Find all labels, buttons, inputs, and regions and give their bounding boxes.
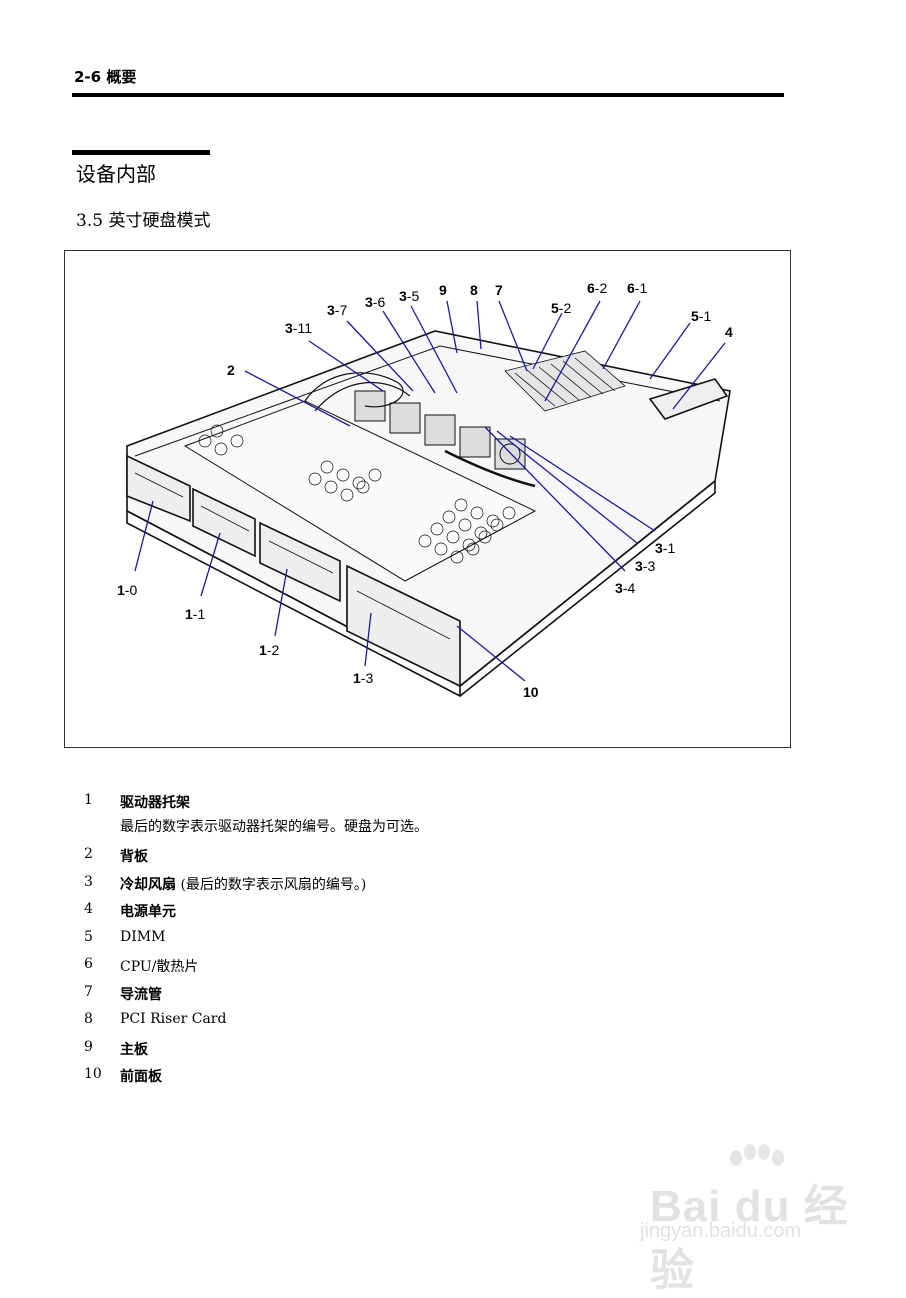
legend-item: 9 主板 (84, 1035, 784, 1063)
callout-9: 9 (439, 282, 447, 298)
page-header: 2-6 概要 (74, 68, 137, 86)
legend-number: 1 (84, 792, 93, 808)
callout-3-11: 3-11 (285, 320, 312, 336)
callout-3-4: 3-4 (615, 580, 635, 596)
legend-label: CPU/散热片 (120, 959, 199, 975)
legend-label: DIMM (120, 928, 166, 945)
legend-number: 7 (84, 983, 93, 1000)
legend-item: 10 前面板 (84, 1062, 784, 1090)
callout-5-2: 5-2 (551, 300, 571, 316)
component-legend: 1 驱动器托架 最后的数字表示驱动器托架的编号。硬盘为可选。 2 背板 3 冷却… (84, 788, 784, 1090)
callout-7: 7 (495, 282, 503, 298)
legend-item: 3 冷却风扇 (最后的数字表示风扇的编号。) (84, 870, 784, 898)
callout-1-1: 1-1 (185, 606, 205, 622)
legend-number: 3 (84, 873, 93, 890)
callout-5-1: 5-1 (691, 308, 711, 324)
callout-1-3: 1-3 (353, 670, 373, 686)
callout-1-2: 1-2 (259, 642, 279, 658)
callout-1-0: 1-0 (117, 582, 137, 598)
legend-label: 驱动器托架 (120, 795, 190, 811)
legend-item: 4 电源单元 (84, 897, 784, 925)
legend-label: 主板 (120, 1041, 148, 1058)
chassis-drawing (126, 330, 731, 697)
callout-8: 8 (470, 282, 478, 298)
legend-item: 6 CPU/散热片 (84, 952, 784, 980)
legend-number: 8 (84, 1011, 93, 1027)
legend-number: 4 (84, 901, 93, 917)
legend-item: 7 导流管 (84, 980, 784, 1008)
callout-3-3: 3-3 (635, 558, 655, 574)
legend-item: 1 驱动器托架 最后的数字表示驱动器托架的编号。硬盘为可选。 (84, 788, 784, 842)
watermark-url: jingyan.baidu.com (640, 1220, 802, 1242)
callout-labels: 3-11 3-7 3-6 3-5 9 8 7 5-2 6-2 6-1 5-1 4… (117, 280, 733, 700)
legend-label: PCI Riser Card (120, 1011, 227, 1027)
legend-label: 导流管 (120, 986, 162, 1003)
callout-6-1: 6-1 (627, 280, 647, 296)
legend-number: 5 (84, 928, 93, 945)
callout-3-7: 3-7 (327, 302, 347, 318)
callout-10: 10 (523, 684, 539, 700)
paw-icon (730, 1144, 784, 1166)
callout-6-2: 6-2 (587, 280, 607, 296)
legend-label: 前面板 (120, 1069, 162, 1085)
legend-item: 2 背板 (84, 842, 784, 870)
server-interior-figure: 3-11 3-7 3-6 3-5 9 8 7 5-2 6-2 6-1 5-1 4… (64, 250, 791, 748)
callout-2: 2 (227, 362, 235, 378)
legend-description: 最后的数字表示驱动器托架的编号。硬盘为可选。 (120, 819, 428, 835)
callout-3-1: 3-1 (655, 540, 675, 556)
perforation-holes (198, 424, 516, 564)
legend-label: 冷却风扇 (120, 876, 176, 893)
legend-description: (最后的数字表示风扇的编号。) (176, 876, 367, 893)
section-title-bar (72, 150, 210, 155)
fan-row (354, 390, 526, 470)
legend-number: 10 (84, 1066, 102, 1082)
leader-lines (134, 300, 726, 682)
server-diagram: 3-11 3-7 3-6 3-5 9 8 7 5-2 6-2 6-1 5-1 4… (117, 280, 733, 700)
header-rule (72, 93, 784, 97)
callout-4: 4 (725, 324, 733, 340)
legend-item: 8 PCI Riser Card (84, 1007, 784, 1035)
baidu-watermark: Bai du 经验 jingyan.baidu.com (640, 1140, 870, 1295)
legend-label: 背板 (120, 849, 148, 865)
legend-label: 电源单元 (120, 904, 176, 920)
callout-3-5: 3-5 (399, 288, 419, 304)
legend-number: 9 (84, 1038, 93, 1055)
legend-item: 5 DIMM (84, 925, 784, 953)
section-subtitle: 3.5 英寸硬盘模式 (76, 211, 211, 231)
callout-3-6: 3-6 (365, 294, 385, 310)
legend-number: 6 (84, 956, 93, 972)
section-title: 设备内部 (76, 162, 156, 186)
legend-number: 2 (84, 846, 93, 862)
